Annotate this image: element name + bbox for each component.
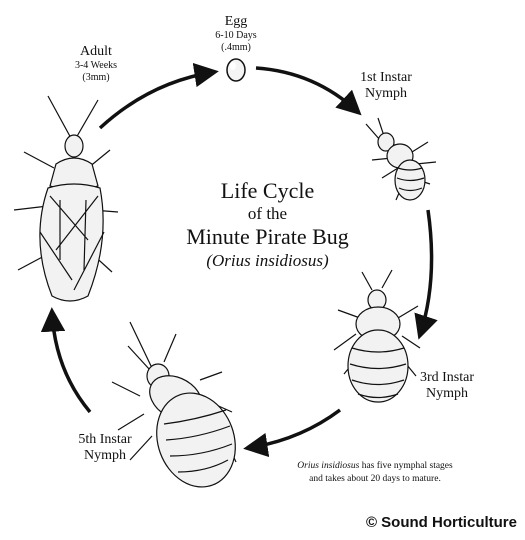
egg-duration: 6-10 Days <box>206 30 266 42</box>
title-line-2: of the <box>140 204 395 224</box>
diagram-title: Life Cycle of the Minute Pirate Bug (Ori… <box>140 178 395 272</box>
maturation-note: Orius insidiosus has five nymphal stages… <box>270 460 480 486</box>
egg-illustration <box>227 59 245 81</box>
first-instar-label: 1st Instar Nymph <box>346 70 426 102</box>
copyright-credit: © Sound Horticulture <box>366 514 517 531</box>
arrow-1st-to-3rd-instar <box>420 210 432 335</box>
third-instar-name-line2: Nymph <box>402 386 492 402</box>
note-text-line-1: has five nymphal stages <box>359 461 452 471</box>
arrow-3rd-to-5th-instar <box>248 410 340 448</box>
adult-size: (3mm) <box>56 72 136 84</box>
third-instar-label: 3rd Instar Nymph <box>402 370 492 402</box>
note-text-line-2: and takes about 20 days to mature. <box>309 474 441 484</box>
fifth-instar-label: 5th Instar Nymph <box>60 432 150 464</box>
first-instar-name-line1: 1st Instar <box>346 70 426 86</box>
adult-duration: 3-4 Weeks <box>56 60 136 72</box>
fifth-instar-name-line2: Nymph <box>60 448 150 464</box>
fifth-instar-name-line1: 5th Instar <box>60 432 150 448</box>
fifth-instar-nymph-illustration <box>112 322 248 498</box>
scientific-name: (Orius insidiosus) <box>140 250 395 272</box>
third-instar-name-line1: 3rd Instar <box>402 370 492 386</box>
adult-name: Adult <box>56 44 136 60</box>
first-instar-name-line2: Nymph <box>346 86 426 102</box>
title-line-3: Minute Pirate Bug <box>140 224 395 250</box>
arrow-5th-instar-to-adult <box>52 312 90 412</box>
egg-size: (.4mm) <box>206 42 266 54</box>
adult-label: Adult 3-4 Weeks (3mm) <box>56 44 136 83</box>
egg-label: Egg 6-10 Days (.4mm) <box>206 14 266 53</box>
arrow-egg-to-1st-instar <box>256 68 358 112</box>
title-line-1: Life Cycle <box>140 178 395 204</box>
egg-name: Egg <box>206 14 266 30</box>
note-species-name: Orius insidiosus <box>297 461 359 471</box>
